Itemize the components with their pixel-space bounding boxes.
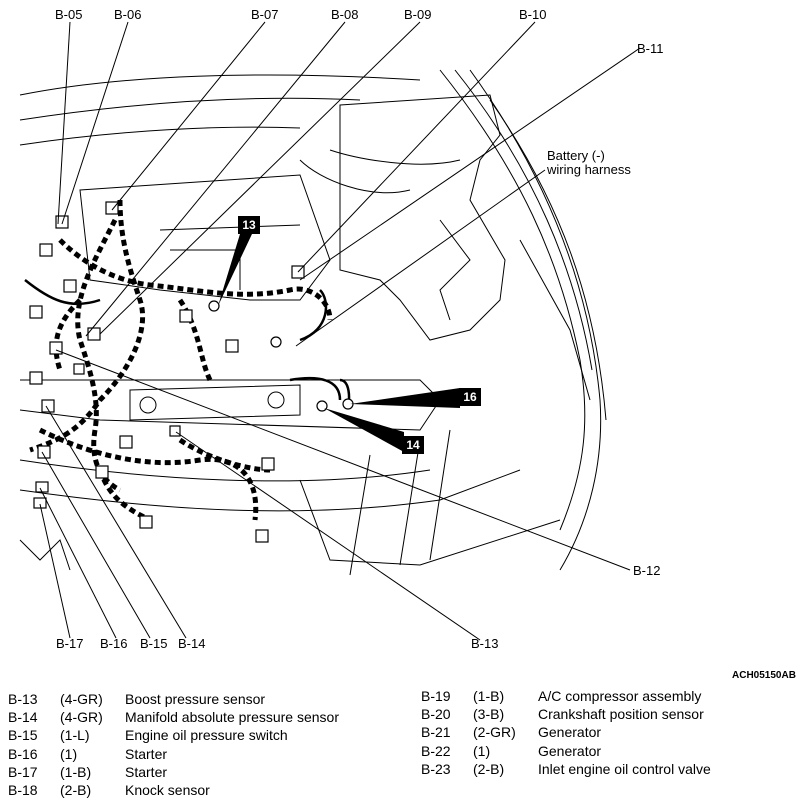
- legend-spec: (2-B): [473, 760, 505, 777]
- legend-row: B-21 (2-GR) Generator: [421, 723, 711, 741]
- engine-bay-drawing: [19, 21, 641, 641]
- callout-badge-14: 14: [402, 436, 424, 454]
- legend-row: B-14 (4-GR) Manifold absolute pressure sen…: [8, 708, 339, 726]
- legend-code: B-17: [8, 763, 38, 780]
- legend-desc: Knock sensor: [125, 781, 210, 798]
- legend-code: B-15: [8, 727, 38, 744]
- legend-desc: Starter: [125, 763, 168, 780]
- legend-code: B-14: [8, 709, 38, 726]
- legend-row: B-17 (1-B) Starter: [8, 763, 339, 781]
- legend-spec: (1-B): [60, 763, 92, 780]
- label-b15: B-15: [140, 636, 168, 651]
- legend-desc: Engine oil pressure switch: [125, 727, 288, 744]
- legend-spec: (3-B): [473, 706, 505, 723]
- legend-desc: Starter: [125, 745, 168, 762]
- legend-desc: Generator: [538, 742, 602, 759]
- label-b17: B-17: [56, 636, 84, 651]
- legend-desc: Boost pressure sensor: [125, 691, 266, 707]
- battery-callout-line1: Battery (-): [547, 148, 605, 163]
- legend-spec: (2-GR): [473, 724, 516, 741]
- legend-spec: (1): [60, 745, 78, 762]
- label-b10: B-10: [519, 7, 547, 22]
- legend-code: B-20: [421, 706, 451, 723]
- legend-desc: Generator: [538, 724, 602, 741]
- label-b06: B-06: [114, 7, 142, 22]
- legend-spec: (4-GR): [60, 709, 103, 726]
- label-b16: B-16: [100, 636, 128, 651]
- legend-spec: (2-B): [60, 781, 92, 798]
- connector-legend-right: B-19 (1-B) A/C compressor assembly B-20 (3-…: [421, 687, 711, 778]
- legend-code: B-18: [8, 781, 38, 798]
- legend-row: B-16 (1) Starter: [8, 745, 339, 763]
- label-b08: B-08: [331, 7, 359, 22]
- legend-desc: A/C compressor assembly: [538, 688, 702, 704]
- callout-badge-16: 16: [459, 388, 481, 406]
- label-b13: B-13: [471, 636, 499, 651]
- battery-callout-line2: wiring harness: [547, 162, 631, 177]
- label-b07: B-07: [251, 7, 279, 22]
- legend-desc: Inlet engine oil control valve: [538, 760, 711, 777]
- legend-spec: (1): [473, 742, 491, 759]
- label-b12: B-12: [633, 563, 661, 578]
- connector-legend-left: B-13 (4-GR) Boost pressure sensor B-14 (4-G…: [8, 690, 339, 799]
- label-b14: B-14: [178, 636, 206, 651]
- legend-code: B-23: [421, 760, 451, 777]
- legend-desc: Crankshaft position sensor: [538, 706, 704, 723]
- legend-code: B-22: [421, 742, 451, 759]
- legend-code: B-21: [421, 724, 451, 741]
- legend-spec: (4-GR): [60, 691, 103, 707]
- legend-row: B-19 (1-B) A/C compressor assembly: [421, 687, 711, 705]
- legend-row: B-15 (1-L) Engine oil pressure switch: [8, 726, 339, 744]
- label-b05: B-05: [55, 7, 83, 22]
- legend-spec: (1-L): [60, 727, 90, 744]
- legend-code: B-16: [8, 745, 38, 762]
- callout-badge-13: 13: [238, 216, 260, 234]
- label-b11: B-11: [637, 41, 664, 56]
- legend-code: B-13: [8, 691, 38, 707]
- legend-row: B-18 (2-B) Knock sensor: [8, 781, 339, 799]
- legend-row: B-22 (1) Generator: [421, 742, 711, 760]
- legend-row: B-13 (4-GR) Boost pressure sensor: [8, 690, 339, 708]
- figure-reference-code: ACH05150AB: [732, 670, 796, 681]
- legend-desc: Manifold absolute pressure sensor: [125, 709, 340, 726]
- engine-harness-illustration: B-05 B-06 B-07 B-08 B-09 B-10 B-11 B-12 …: [19, 7, 664, 651]
- legend-row: B-23 (2-B) Inlet engine oil control valve: [421, 760, 711, 778]
- legend-code: B-19: [421, 688, 451, 704]
- label-b09: B-09: [404, 7, 432, 22]
- legend-spec: (1-B): [473, 688, 505, 704]
- legend-row: B-20 (3-B) Crankshaft position sensor: [421, 705, 711, 723]
